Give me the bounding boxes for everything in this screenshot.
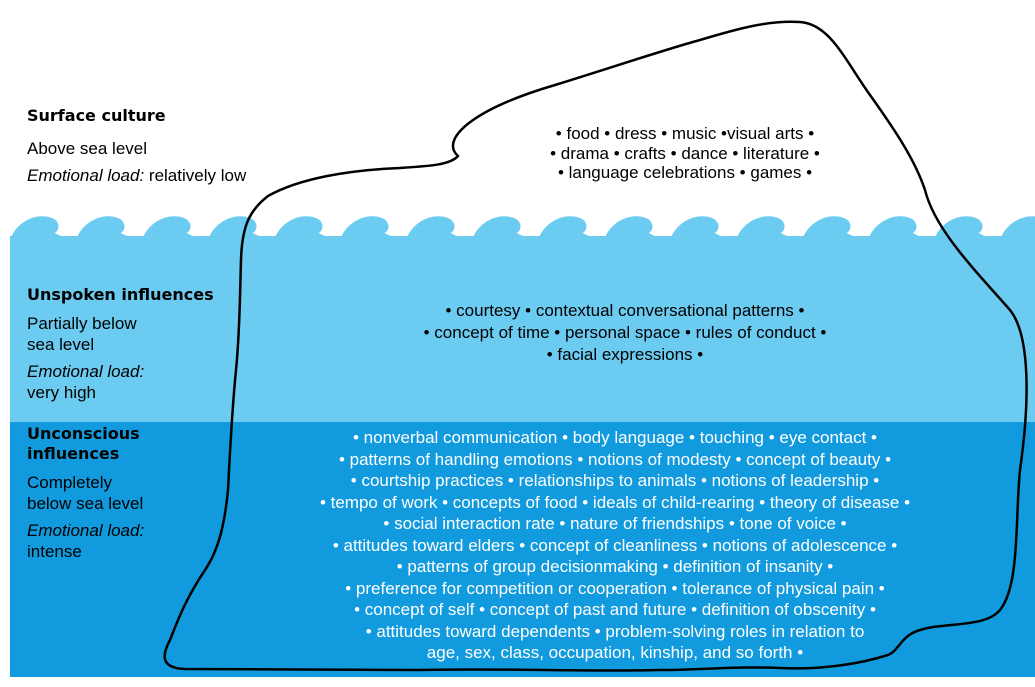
- wave-crest: [604, 216, 670, 240]
- unspoken-influences-title: Unspoken influences: [27, 285, 214, 304]
- unconscious-item-line: • patterns of handling emotions • notion…: [338, 449, 892, 469]
- wave-crest: [1000, 216, 1035, 240]
- wave-crest: [208, 216, 274, 240]
- unconscious-item-line: • attitudes toward elders • concept of c…: [332, 535, 898, 555]
- wave-crest: [802, 216, 868, 240]
- unconscious-item-line: • preference for competition or cooperat…: [345, 578, 885, 598]
- wave-crest: [76, 216, 142, 240]
- unconscious-emotional-load: Emotional load:intense: [27, 521, 145, 561]
- wave-crest: [406, 216, 472, 240]
- wave-crest: [142, 216, 208, 240]
- unspoken-item-line: • facial expressions •: [546, 345, 704, 364]
- unconscious-item-line: • courtship practices • relationships to…: [350, 471, 880, 490]
- surface-item-line: • drama • crafts • dance • literature •: [550, 143, 820, 163]
- wave-crest: [340, 216, 406, 240]
- unconscious-item-line: • nonverbal communication • body languag…: [352, 428, 878, 447]
- unconscious-item-line: • concept of self • concept of past and …: [354, 600, 876, 619]
- wave-crest: [868, 216, 934, 240]
- surface-culture-label: Surface culture Above sea level Emotiona…: [27, 106, 246, 192]
- wave-crest: [10, 216, 76, 240]
- surface-culture-title: Surface culture: [27, 106, 166, 125]
- wave-crest: [274, 216, 340, 240]
- wave-crest: [736, 216, 802, 240]
- unspoken-influences-items: • courtesy • contextual conversational p…: [300, 300, 950, 366]
- surface-culture-items: • food • dress • music •visual arts • • …: [470, 124, 900, 183]
- unconscious-item-line: • tempo of work • concepts of food • ide…: [319, 492, 911, 512]
- surface-culture-subtitle: Above sea level: [27, 139, 148, 158]
- wave-crest: [472, 216, 538, 240]
- iceberg-shape: [163, 20, 1028, 672]
- wave-crest: [934, 216, 1000, 240]
- unconscious-item-line: • social interaction rate • nature of fr…: [383, 514, 847, 533]
- unspoken-emotional-load: Emotional load:very high: [27, 362, 145, 402]
- surface-item-line: • language celebrations • games •: [557, 163, 813, 182]
- unspoken-item-line: • concept of time • personal space • rul…: [423, 323, 827, 342]
- surface-emotional-load: Emotional load: relatively low: [27, 166, 247, 185]
- unconscious-item-line: age, sex, class, occupation, kinship, an…: [426, 643, 804, 662]
- partially-below-water-band: [10, 236, 1035, 422]
- unspoken-item-line: • courtesy • contextual conversational p…: [445, 301, 805, 320]
- wave-crest: [670, 216, 736, 240]
- deep-water-band: [10, 422, 1035, 677]
- surface-item-line: • food • dress • music •visual arts •: [555, 124, 815, 143]
- unconscious-item-line: • patterns of group decisionmaking • def…: [396, 557, 834, 576]
- wave-crest: [538, 216, 604, 240]
- unconscious-influences-items: • nonverbal communication • body languag…: [185, 427, 1035, 664]
- unconscious-item-line: • attitudes toward dependents • problem-…: [365, 621, 865, 641]
